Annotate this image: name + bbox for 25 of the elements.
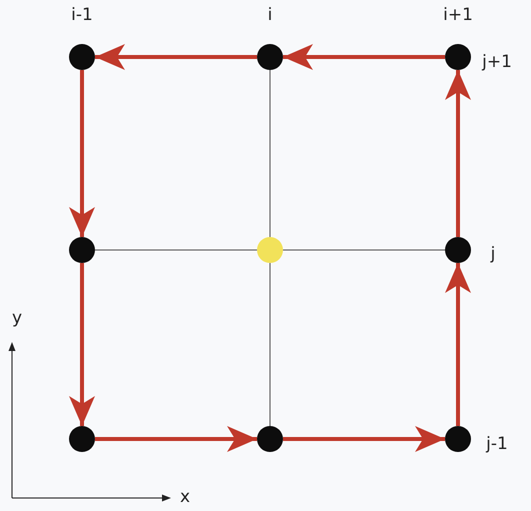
grid-point [445, 44, 471, 70]
arrow [445, 263, 471, 426]
grid-point [69, 44, 95, 70]
grid-point [257, 44, 283, 70]
arrow [283, 426, 445, 452]
grid-point [69, 237, 95, 263]
center-point [257, 237, 283, 263]
grid-point [445, 426, 471, 452]
grid-point [445, 237, 471, 263]
grid-point [69, 426, 95, 452]
axis-label: y [12, 308, 22, 328]
index-label: j [490, 244, 496, 264]
arrow [69, 70, 95, 237]
arrow [445, 70, 471, 237]
axis-label: x [180, 487, 190, 507]
index-label: i-1 [71, 5, 93, 25]
arrow [95, 426, 257, 452]
index-label: j-1 [486, 434, 508, 454]
arrow [283, 44, 445, 70]
arrow [95, 44, 257, 70]
arrow [69, 263, 95, 426]
index-label: i+1 [443, 5, 473, 25]
index-label: i [268, 5, 272, 25]
grid-point [257, 426, 283, 452]
index-label: j+1 [482, 52, 512, 72]
